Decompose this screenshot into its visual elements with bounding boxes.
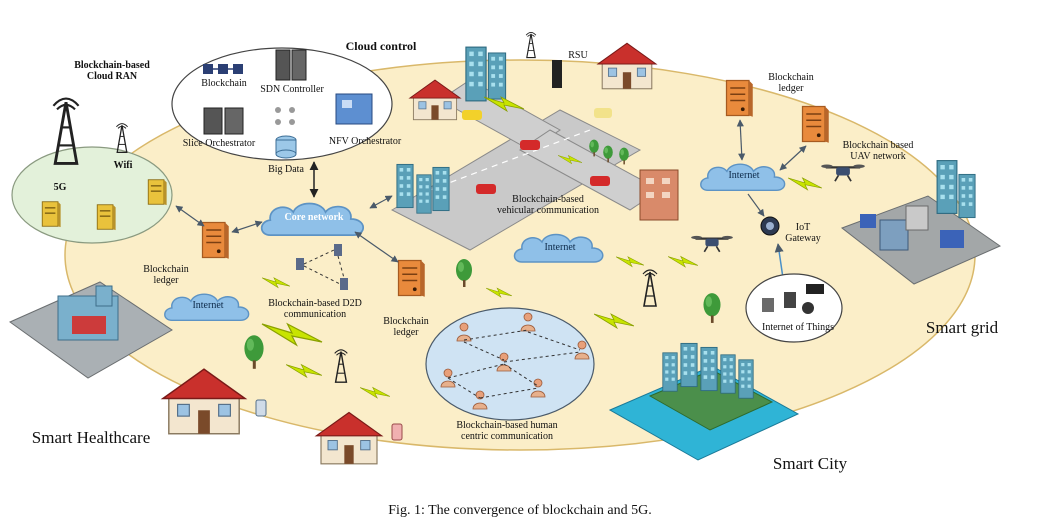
uav-network-label: Blockchain based UAV network	[842, 140, 914, 162]
wifi-tower-icon	[115, 122, 129, 154]
ledger-core-link	[231, 220, 263, 234]
core-ledger-middle-link	[354, 231, 399, 263]
phone-icon	[391, 423, 403, 441]
ledger-internet-link	[736, 119, 746, 161]
cloud-ran-title: Blockchain-based Cloud RAN	[74, 60, 150, 82]
building-icon	[465, 46, 487, 102]
smart-healthcare-label: Smart Healthcare	[31, 428, 151, 447]
smart-city-label: Smart City	[772, 454, 848, 473]
smart-city-illustration	[608, 342, 800, 461]
iot-bubble	[745, 273, 843, 343]
iot-gateway-icon	[760, 216, 780, 236]
internet-ledger-right-link	[779, 145, 807, 171]
ran-ledger-link	[175, 205, 205, 227]
cloud-control-title: Cloud control	[345, 39, 417, 53]
sdn-controller-icon	[275, 49, 307, 81]
ledger-left-server-icon	[201, 221, 230, 260]
rsu-icon	[525, 31, 562, 88]
blockchain-icon	[203, 64, 243, 74]
smart-healthcare-illustration	[8, 281, 173, 379]
internet-left-label: Internet	[192, 300, 224, 311]
yellow-server-icon	[41, 201, 62, 228]
nfv-orchestrator-label: NFV Orchestrator	[328, 136, 402, 147]
slice-orchestrator-icon	[203, 107, 244, 135]
vehicular-label: Blockchain-based vehicular communication	[497, 194, 599, 216]
building-icon	[432, 166, 450, 212]
building-icon	[487, 52, 507, 100]
brick-building-icon	[639, 169, 679, 221]
smart-grid-illustration	[840, 159, 1002, 285]
blockchain-label: Blockchain	[201, 78, 247, 89]
smart-grid-label: Smart grid	[925, 318, 999, 337]
cloud-ran-region	[11, 96, 173, 244]
yellow-server-icon	[147, 179, 168, 206]
ledger-middle-server-icon	[397, 259, 426, 298]
rsu-label: RSU	[568, 50, 588, 61]
human-centric-area	[425, 307, 595, 421]
building-icon	[396, 163, 414, 209]
car-icon	[594, 108, 612, 118]
network-dots-icon	[275, 107, 295, 125]
car-icon	[462, 110, 482, 120]
cloud-ran-5g-label: 5G	[53, 182, 67, 193]
internet-gateway-link	[747, 193, 765, 217]
d2d-area	[296, 244, 348, 290]
internet-right-label: Internet	[728, 170, 760, 181]
ledger-top-right-label: Blockchain ledger	[768, 72, 814, 94]
internet-center-label: Internet	[544, 242, 576, 253]
building-icon	[416, 174, 432, 214]
car-icon	[590, 176, 610, 186]
phone-icon	[255, 399, 267, 417]
car-icon	[476, 184, 496, 194]
car-icon	[520, 140, 540, 150]
cloud-ran-wifi-label: Wifi	[113, 160, 133, 171]
human-centric-label: Blockchain-based human centric communica…	[456, 420, 558, 442]
cloud-control-region	[171, 47, 393, 161]
big-data-icon	[275, 135, 297, 159]
big-data-label: Big Data	[268, 164, 304, 175]
core-vehicular-link	[369, 195, 393, 209]
house-icon	[597, 42, 657, 90]
core-network-label: Core network	[284, 212, 344, 223]
ledger-right-server-icon	[801, 105, 830, 144]
ledger-top-right-server-icon	[725, 79, 754, 118]
yellow-server-icon	[96, 204, 117, 231]
vehicular-area	[390, 31, 679, 251]
sdn-controller-label: SDN Controller	[260, 84, 324, 95]
ledger-left-label: Blockchain ledger	[143, 264, 189, 286]
ledger-middle-label: Blockchain ledger	[383, 316, 429, 338]
iot-gateway-label: IoT Gateway	[785, 222, 821, 244]
figure-caption: Fig. 1: The convergence of blockchain an…	[388, 503, 652, 518]
d2d-label: Blockchain-based D2D communication	[268, 298, 362, 320]
slice-orchestrator-label: Slice Orchestrator	[182, 138, 256, 149]
nfv-orchestrator-icon	[335, 93, 373, 125]
internet-of-things-label: Internet of Things	[761, 322, 835, 333]
